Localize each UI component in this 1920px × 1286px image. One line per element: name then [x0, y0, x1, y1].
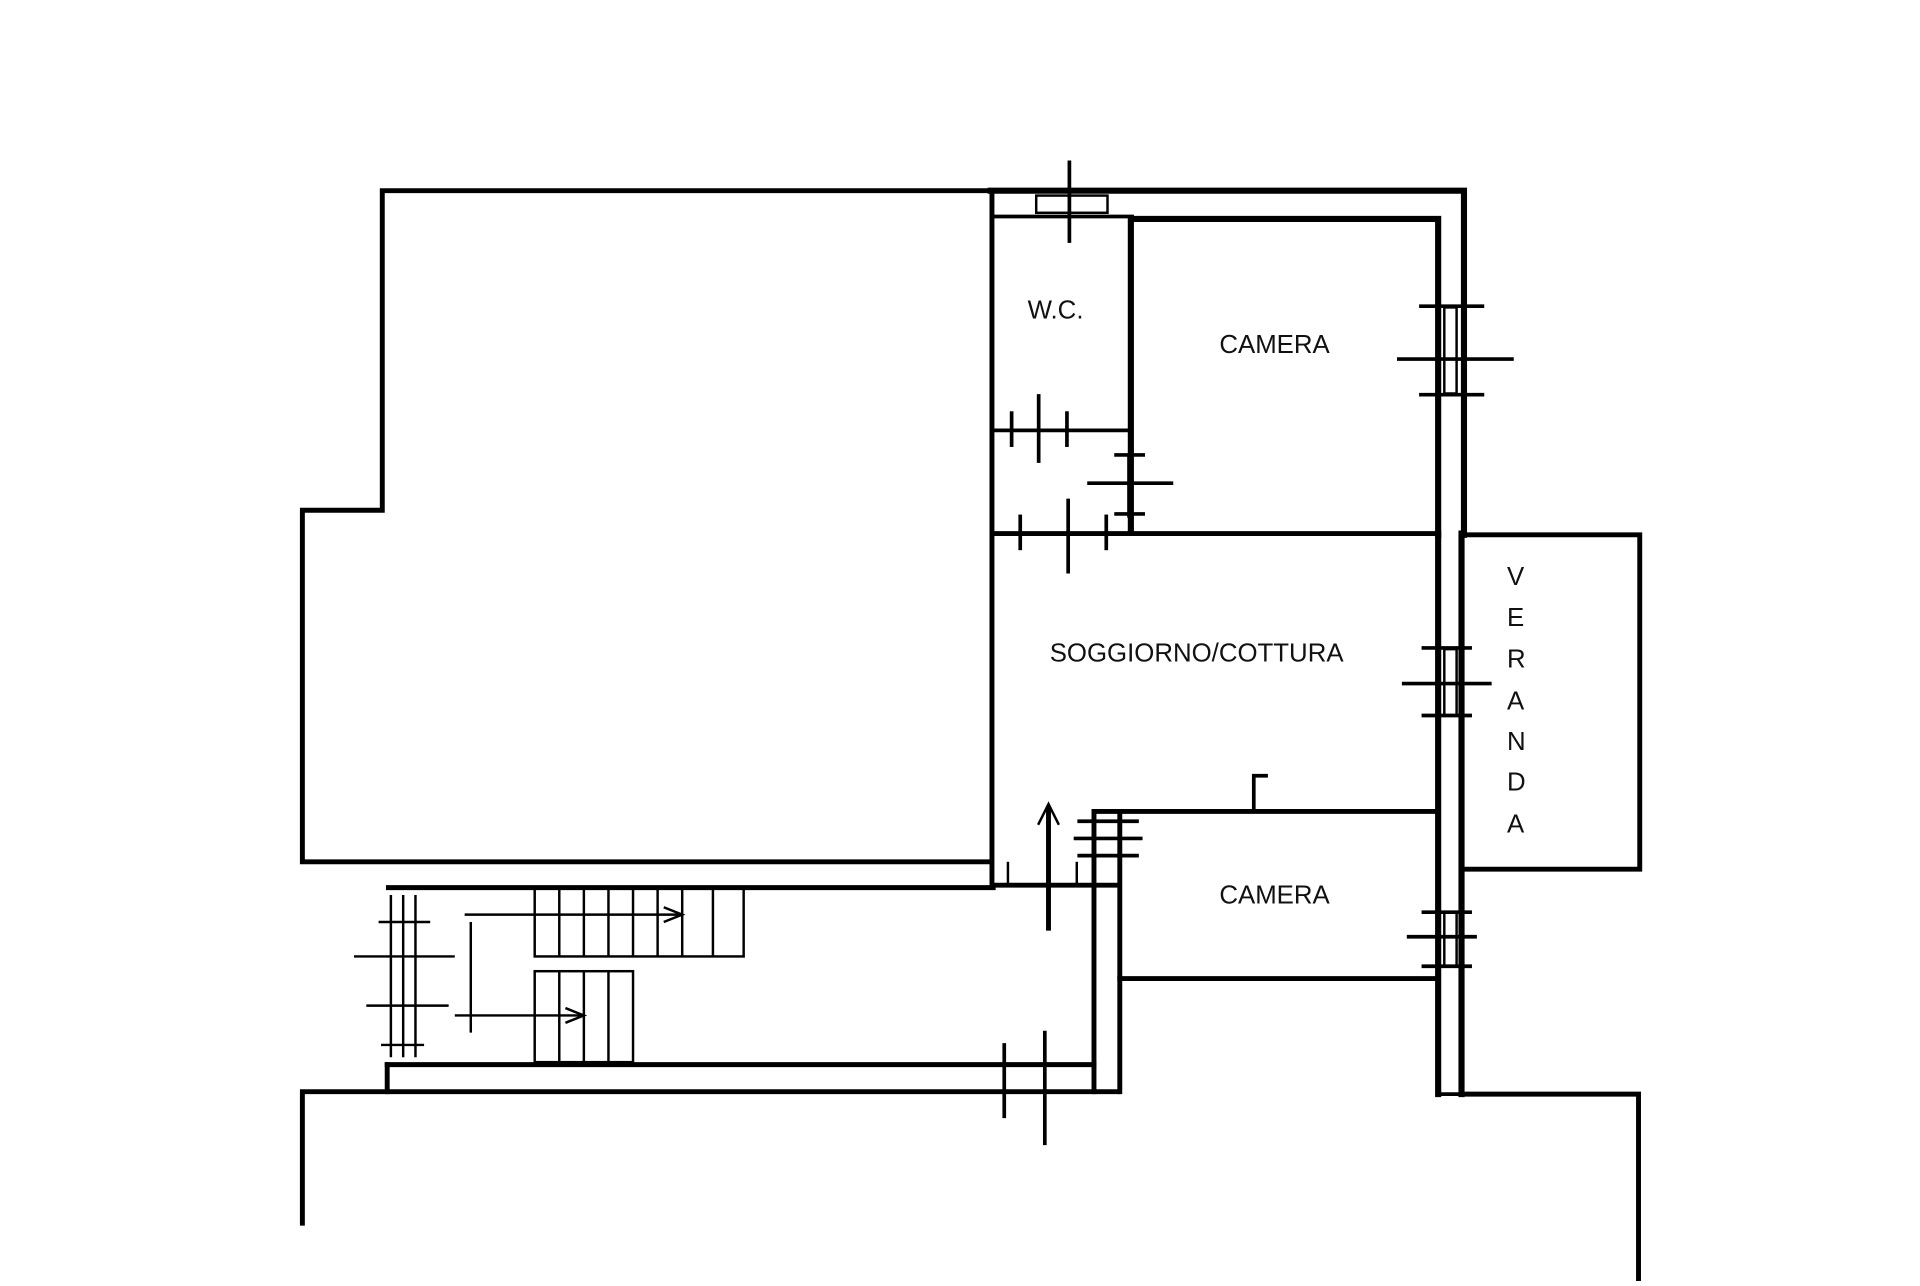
window-soggiorno [1401, 646, 1492, 718]
veranda-outline [1459, 532, 1643, 872]
veranda-letter: A [1507, 810, 1525, 838]
corridor-walls [384, 861, 1122, 1095]
veranda-letter: R [1507, 646, 1526, 674]
window-camera-bottom [1406, 910, 1477, 969]
room-label-soggiorno: SOGGIORNO/COTTURA [1050, 639, 1345, 667]
doors-wc [1009, 394, 1174, 574]
veranda-letter: V [1507, 563, 1525, 591]
window-camera-right [1396, 304, 1514, 397]
room-label-veranda: V E R A N D A [1507, 563, 1526, 838]
staircase [354, 886, 745, 1064]
wc-walls [990, 215, 1441, 537]
room-label-camera-top: CAMERA [1219, 331, 1330, 359]
veranda-letter: D [1507, 769, 1526, 797]
window-top [1034, 160, 1109, 243]
outer-wall-top-right [987, 187, 1468, 888]
room-label-wc: W.C. [1028, 296, 1084, 324]
door-camera-bottom [1073, 819, 1143, 858]
veranda-letter: A [1507, 687, 1525, 715]
veranda-letter: N [1507, 728, 1526, 756]
door-corridor [1002, 1030, 1047, 1146]
veranda-letter: E [1507, 604, 1524, 632]
right-wall [1435, 530, 1465, 1098]
left-block-outline [299, 188, 994, 865]
lower-building-outline [299, 1089, 1641, 1281]
room-label-camera-bottom: CAMERA [1219, 882, 1330, 910]
camera-bottom-walls [1091, 773, 1439, 1095]
entrance-arrow-icon [1037, 801, 1060, 931]
